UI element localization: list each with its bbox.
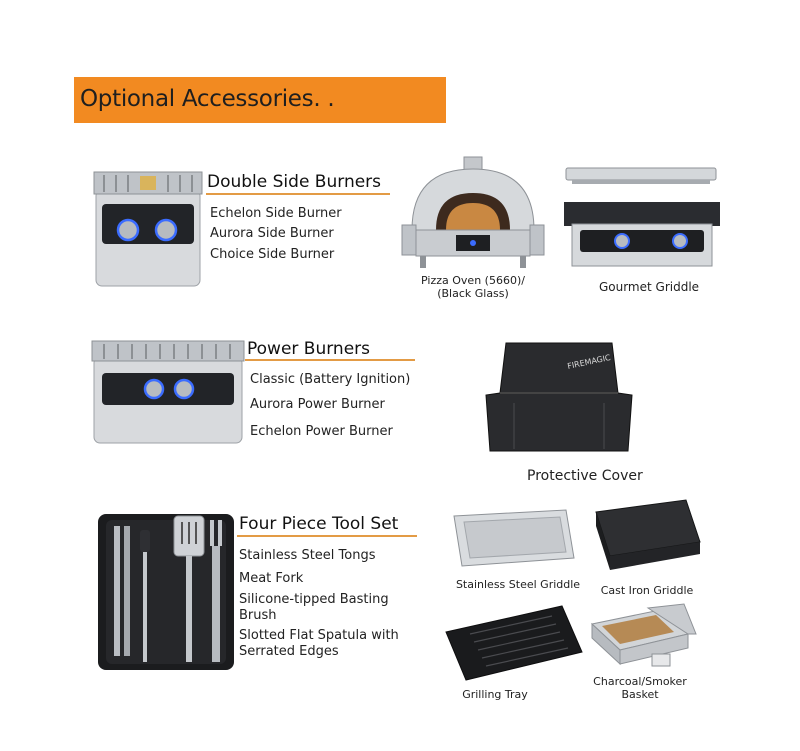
grilling-tray-caption: Grilling Tray (462, 688, 528, 701)
smoker-basket-image (590, 603, 697, 667)
list-item: Echelon Power Burner (250, 424, 393, 439)
gourmet-griddle-caption: Gourmet Griddle (598, 280, 700, 294)
list-item: Silicone-tipped Basting Brush (239, 592, 389, 624)
caption-line: Pizza Oven (5660)/ (421, 274, 525, 287)
grilling-tray-image (445, 605, 583, 681)
cast-iron-griddle-image (595, 499, 701, 570)
heading-underline (245, 359, 415, 361)
list-item-line: Slotted Flat Spatula with (239, 628, 399, 643)
list-item-line: Serrated Edges (239, 644, 339, 659)
tool-set-heading: Four Piece Tool Set (239, 514, 399, 534)
gourmet-griddle-image (564, 167, 720, 267)
double-side-burners-heading: Double Side Burners (207, 172, 382, 192)
list-item: Meat Fork (239, 571, 304, 586)
tool-set-image (98, 514, 234, 670)
list-item: Choice Side Burner (210, 247, 335, 262)
banner-title: Optional Accessories. . (80, 86, 335, 112)
heading-underline (206, 193, 390, 195)
power-burner-image (91, 340, 245, 444)
list-item-line: Brush (239, 608, 277, 623)
pizza-oven-caption: Pizza Oven (5660)/ (Black Glass) (402, 274, 544, 300)
list-item: Stainless Steel Tongs (239, 548, 376, 563)
stainless-griddle-image (453, 509, 575, 567)
list-item: Slotted Flat Spatula with Serrated Edges (239, 628, 399, 660)
list-item: Aurora Power Burner (250, 397, 385, 412)
smoker-basket-caption: Charcoal/Smoker Basket (593, 675, 687, 701)
protective-cover-image: FIREMAGIC (485, 342, 633, 452)
list-item: Aurora Side Burner (210, 226, 334, 241)
section-banner: Optional Accessories. . (74, 77, 446, 123)
power-burners-heading: Power Burners (247, 339, 371, 359)
heading-underline (237, 535, 417, 537)
protective-cover-caption: Protective Cover (527, 468, 643, 484)
cast-iron-griddle-caption: Cast Iron Griddle (600, 584, 694, 597)
pizza-oven-image (401, 156, 545, 268)
caption-line: (Black Glass) (437, 287, 509, 300)
list-item-line: Silicone-tipped Basting (239, 592, 389, 607)
list-item: Echelon Side Burner (210, 206, 342, 221)
list-item: Classic (Battery Ignition) (250, 372, 411, 387)
stainless-griddle-caption: Stainless Steel Griddle (455, 578, 581, 591)
double-side-burner-image (93, 171, 203, 287)
